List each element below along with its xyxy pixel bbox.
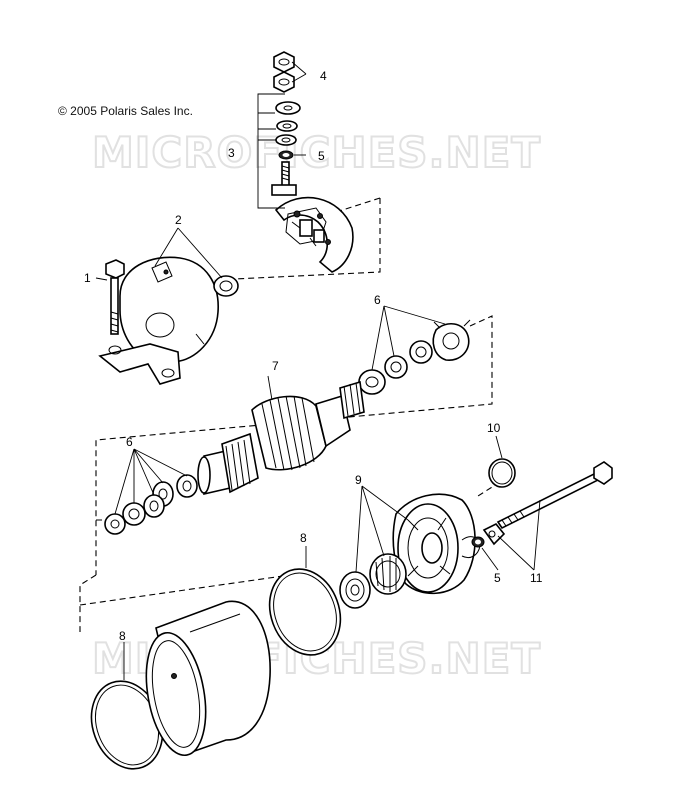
terminal-insulator [275, 134, 297, 146]
needle-bearing [369, 553, 407, 595]
callout-7: 7 [272, 359, 279, 373]
callout-10: 10 [487, 421, 501, 435]
callout-1: 1 [84, 271, 91, 285]
callout-5-lower: 5 [494, 571, 501, 585]
callout-3-bracket [257, 93, 285, 209]
watermark-top: MICROFICHES.NET [91, 127, 541, 178]
callout-3: 3 [228, 146, 235, 160]
thrust-washer-upper-1 [358, 369, 386, 395]
callout-6-upper: 6 [374, 293, 381, 307]
through-bolt-lock-plate [482, 522, 506, 546]
copyright-notice: © 2005 Polaris Sales Inc. [58, 104, 193, 118]
front-housing [98, 256, 219, 385]
callout-4: 4 [320, 69, 327, 83]
leader-lines [95, 61, 541, 680]
terminal-o-ring [278, 150, 294, 160]
terminal-washer-1 [275, 101, 301, 115]
thrust-washer-lower-5 [104, 513, 126, 535]
callout-labels: 4 3 5 2 1 6 7 6 10 9 8 5 11 8 [84, 69, 543, 643]
mounting-bolt [105, 259, 125, 335]
callout-6-lower: 6 [126, 435, 133, 449]
thrust-washer-lower-4 [122, 502, 146, 526]
through-bolt [496, 461, 613, 530]
rear-end-cover [392, 493, 481, 595]
front-housing-bushing [213, 275, 239, 297]
callout-9: 9 [355, 473, 362, 487]
terminal-stud [271, 161, 297, 196]
callout-11: 11 [530, 571, 543, 585]
thrust-washer-upper-2 [384, 355, 408, 379]
o-ring-10 [488, 458, 516, 488]
o-ring-8-upper [268, 568, 342, 656]
thrust-washer-upper-4 [432, 319, 471, 361]
thrust-washer-upper-3 [409, 340, 433, 364]
callout-8-upper: 8 [300, 531, 307, 545]
callout-2: 2 [175, 213, 182, 227]
terminal-nut-lower [273, 71, 295, 93]
callout-5-upper: 5 [318, 149, 325, 163]
armature [197, 380, 365, 496]
thrust-washer-lower-3 [143, 494, 165, 518]
brush-plate-assembly [274, 196, 354, 273]
ball-bearing [339, 571, 371, 609]
thrust-washer-lower-1 [176, 474, 198, 498]
terminal-washer-2 [276, 120, 298, 132]
callout-8-lower: 8 [119, 629, 126, 643]
through-bolt-washer [471, 536, 485, 548]
terminal-nut-upper [273, 51, 295, 73]
field-yoke-housing [145, 600, 271, 757]
